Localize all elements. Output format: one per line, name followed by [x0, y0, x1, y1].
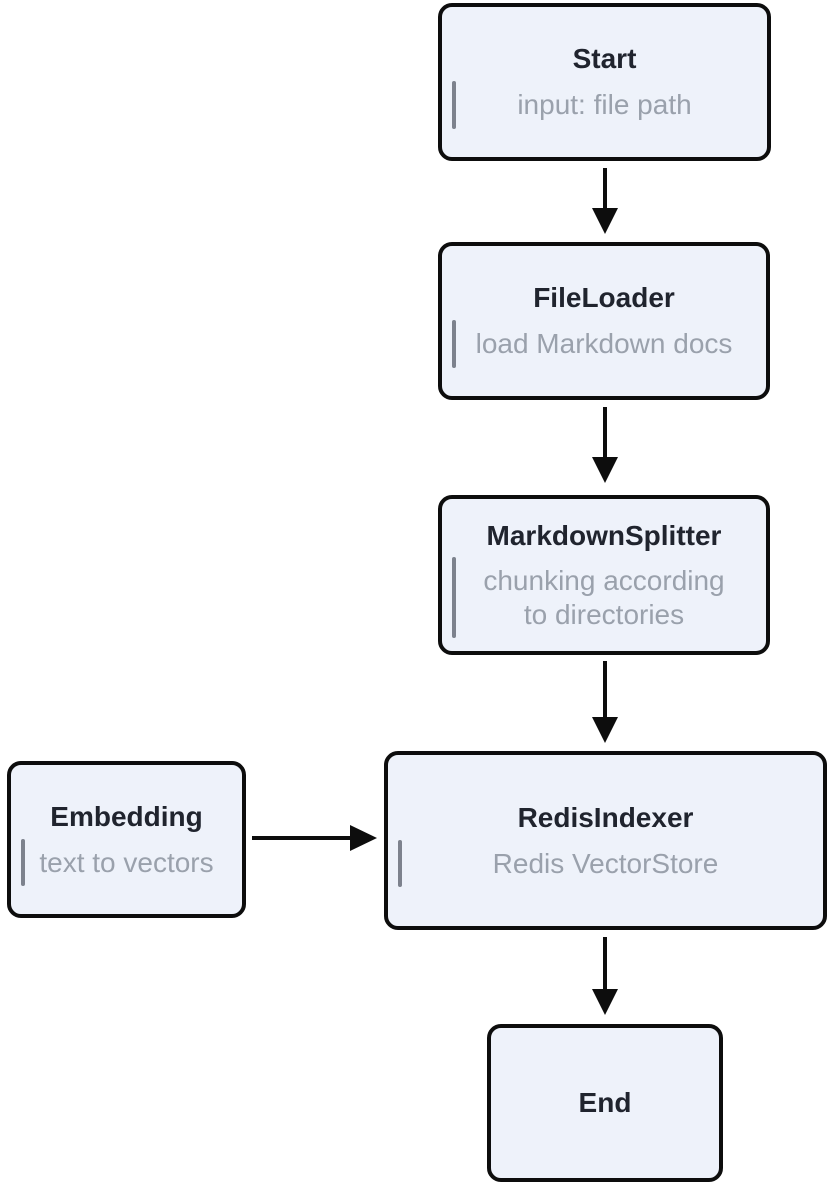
node-redis-indexer: RedisIndexer Redis VectorStore: [384, 751, 827, 930]
edge-markdownsplitter-to-redisindexer: [592, 661, 618, 743]
subtitle-quote-bar: [21, 838, 25, 887]
node-subtitle: input: file path: [442, 81, 767, 129]
subtitle-quote-bar: [452, 81, 456, 129]
node-title: MarkdownSplitter: [486, 519, 722, 551]
node-subtitle: load Markdown docs: [442, 320, 766, 368]
subtitle-quote-bar: [398, 839, 402, 888]
node-markdown-splitter: MarkdownSplitter chunking according to d…: [438, 495, 770, 655]
edge-redisindexer-to-end: [592, 937, 618, 1015]
node-subtitle: chunking according to directories: [442, 557, 766, 639]
node-subtitle-text: input: file path: [517, 89, 692, 120]
node-subtitle-text: chunking according to directories: [483, 565, 725, 630]
node-title: End: [578, 1087, 632, 1119]
edge-embedding-to-redisindexer: [252, 825, 377, 851]
node-title: Embedding: [50, 800, 203, 832]
node-subtitle-text: text to vectors: [39, 846, 214, 878]
node-subtitle-text: Redis VectorStore: [492, 847, 719, 879]
node-file-loader: FileLoader load Markdown docs: [438, 242, 770, 400]
node-subtitle: text to vectors: [11, 838, 242, 887]
node-title: Start: [572, 43, 637, 75]
edge-fileloader-to-markdownsplitter: [592, 407, 618, 483]
edge-start-to-fileloader: [592, 168, 618, 234]
node-title: RedisIndexer: [517, 801, 694, 833]
node-subtitle-text: load Markdown docs: [475, 328, 733, 359]
node-end: End: [487, 1024, 723, 1182]
subtitle-quote-bar: [452, 557, 456, 639]
subtitle-quote-bar: [452, 320, 456, 368]
node-subtitle: Redis VectorStore: [388, 839, 823, 888]
node-start: Start input: file path: [438, 3, 771, 161]
node-embedding: Embedding text to vectors: [7, 761, 246, 918]
node-title: FileLoader: [533, 282, 675, 314]
